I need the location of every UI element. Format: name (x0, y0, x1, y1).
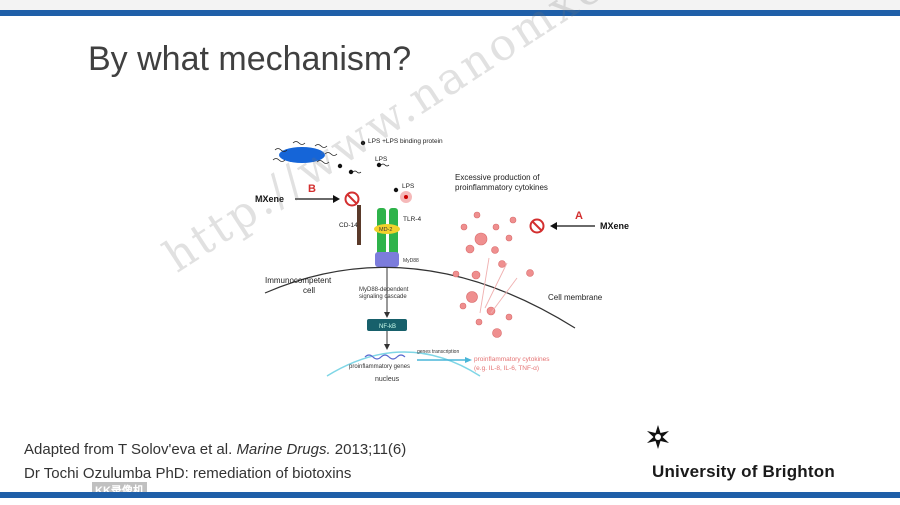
myd88-label: MyD88 (403, 258, 419, 264)
cytokines-label-1: proinflammatory cytokines (474, 356, 550, 363)
cytokines-label-2: (e.g. IL-8, IL-6, TNF-α) (474, 365, 539, 372)
cascade-label-2: signaling cascade (359, 294, 407, 300)
top-accent-bar (0, 10, 900, 16)
cd14-label: CD-14 (339, 222, 358, 229)
bacterium-icon (272, 141, 338, 164)
citation-journal: Marine Drugs. (236, 441, 331, 458)
lps-binding-protein-label: LPS +LPS binding protein (368, 138, 443, 145)
cell-membrane-line (264, 266, 576, 329)
university-star-icon (647, 425, 669, 449)
nfkb-label: NF-kB (379, 324, 396, 330)
bottom-accent-bar (0, 492, 900, 498)
excessive-label-2: proinflammatory cytokines (455, 183, 548, 192)
secretion-arrows (479, 257, 518, 314)
citation-prefix: Adapted from T Solov'eva et al. (24, 441, 237, 458)
excessive-label-1: Excessive production of (455, 173, 540, 182)
mechanism-diagram: LPS +LPS binding protein LPS LPS MXene B… (255, 138, 629, 383)
genes-transcription-label: genes transcription (417, 349, 459, 355)
mxene-left-label: MXene (255, 194, 284, 204)
lps-bound-label: LPS (402, 183, 415, 190)
block-icon-b (344, 191, 360, 207)
slide-title: By what mechanism? (88, 40, 412, 78)
immunocompetent-label-2: cell (303, 286, 315, 295)
md2-protein (374, 224, 400, 234)
proinflammatory-genes-label: proinflammatory genes (349, 364, 410, 370)
nucleus-label: nucleus (375, 376, 400, 383)
author-caption: Dr Tochi Ozulumba PhD: remediation of bi… (24, 465, 352, 482)
cell-membrane-label: Cell membrane (548, 293, 603, 302)
myd88-protein (375, 252, 399, 267)
cd14-receptor (357, 205, 361, 245)
citation-caption: Adapted from T Solov'eva et al. Marine D… (24, 441, 406, 458)
citation-suffix: 2013;11(6) (330, 441, 407, 458)
cascade-label-1: MyD88-dependent (359, 287, 409, 293)
dna-strand (364, 354, 406, 360)
cytokine-particles (452, 211, 534, 338)
md2-label: MD-2 (379, 227, 392, 233)
marker-b: B (308, 183, 316, 195)
nfkb-box (367, 319, 407, 331)
mxene-right-label: MXene (600, 221, 629, 231)
lps-label: LPS (375, 156, 388, 163)
tlr4-receptor (377, 208, 398, 260)
nucleus-outline (326, 351, 481, 377)
immunocompetent-label-1: Immunocompetent (265, 276, 332, 285)
university-name: University of Brighton (652, 462, 835, 481)
block-icon-a (529, 218, 545, 234)
top-edge (0, 0, 900, 10)
marker-a: A (575, 210, 583, 222)
lps-molecules (337, 140, 399, 193)
tlr4-label: TLR-4 (403, 216, 421, 223)
